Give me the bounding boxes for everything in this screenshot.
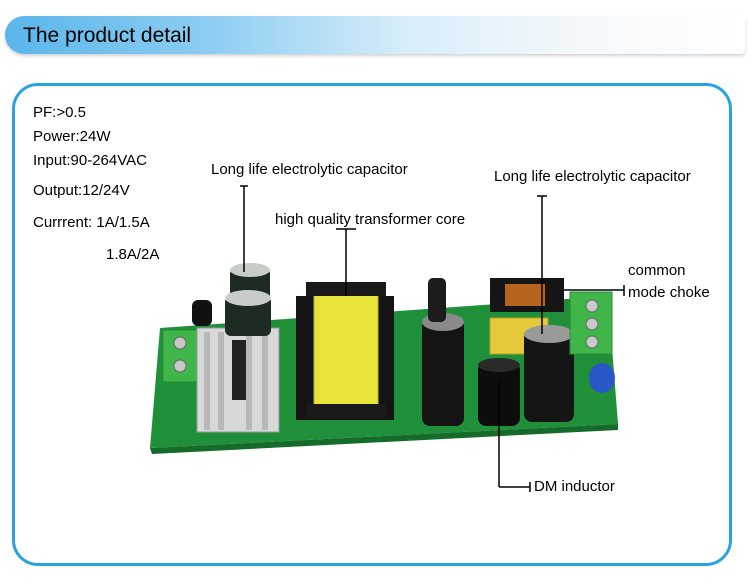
section-title: The product detail bbox=[23, 24, 192, 47]
spec-power: Power:24W bbox=[33, 128, 111, 145]
spec-current-cont: 1.8A/2A bbox=[106, 246, 160, 263]
label-dm-inductor: DM inductor bbox=[534, 478, 615, 495]
small-inductor bbox=[192, 300, 212, 326]
label-cap-right: Long life electrolytic capacitor bbox=[494, 168, 691, 185]
output-capacitor bbox=[524, 325, 574, 422]
right-terminal-block bbox=[569, 291, 613, 355]
label-choke-line2: mode choke bbox=[628, 284, 710, 301]
label-cap-left: Long life electrolytic capacitor bbox=[211, 161, 408, 178]
transformer bbox=[296, 282, 394, 420]
section-header: The product detail bbox=[5, 16, 745, 54]
leader-lines bbox=[240, 185, 625, 492]
spec-output: Output:12/24V bbox=[33, 182, 130, 199]
left-capacitors bbox=[225, 263, 271, 336]
spec-pf: PF:>0.5 bbox=[33, 104, 86, 121]
left-terminal-block bbox=[162, 329, 198, 383]
label-choke-line1: common bbox=[628, 262, 686, 279]
heatsink bbox=[196, 327, 280, 433]
main-capacitor bbox=[422, 278, 464, 426]
y-capacitor bbox=[589, 363, 615, 393]
spec-current: Currrent: 1A/1.5A bbox=[33, 214, 150, 231]
label-transformer: high quality transformer core bbox=[275, 211, 466, 228]
spec-input: Input:90-264VAC bbox=[33, 152, 147, 169]
